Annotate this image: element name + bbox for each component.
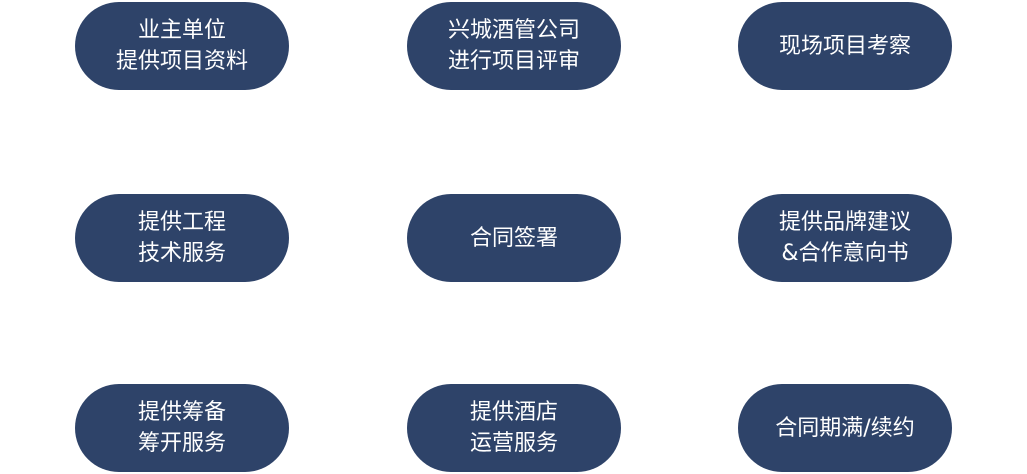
node-label-line: 进行项目评审	[447, 49, 580, 74]
node-hotel-operation: 提供酒店 运营服务	[407, 384, 621, 472]
node-label-line: 合同期满/续约	[775, 415, 915, 441]
node-site-inspection: 现场项目考察	[738, 2, 952, 90]
node-label-line: 合同签署	[469, 225, 558, 251]
node-label-line: 技术服务	[137, 241, 226, 266]
node-label-line: 筹开服务	[137, 431, 226, 456]
node-engineering-support: 提供工程 技术服务	[75, 194, 289, 282]
node-preparation-service: 提供筹备 筹开服务	[75, 384, 289, 472]
node-owner-provides-data: 业主单位 提供项目资料	[75, 2, 289, 90]
node-label-line: 现场项目考察	[778, 33, 911, 59]
node-label-line: 运营服务	[469, 431, 558, 456]
node-brand-proposal: 提供品牌建议 &合作意向书	[738, 194, 952, 282]
node-label-line: &合作意向书	[781, 241, 909, 266]
node-label-line: 提供项目资料	[115, 49, 248, 74]
node-label-line: 提供品牌建议	[778, 210, 911, 235]
node-xingcheng-review: 兴城酒管公司 进行项目评审	[407, 2, 621, 90]
node-contract-renewal: 合同期满/续约	[738, 384, 952, 472]
node-contract-signing: 合同签署	[407, 194, 621, 282]
node-label-line: 提供筹备	[137, 400, 226, 425]
node-label-line: 提供酒店	[469, 400, 558, 425]
node-label-line: 兴城酒管公司	[447, 18, 580, 43]
node-label-line: 提供工程	[137, 210, 226, 235]
node-label-line: 业主单位	[137, 18, 226, 43]
